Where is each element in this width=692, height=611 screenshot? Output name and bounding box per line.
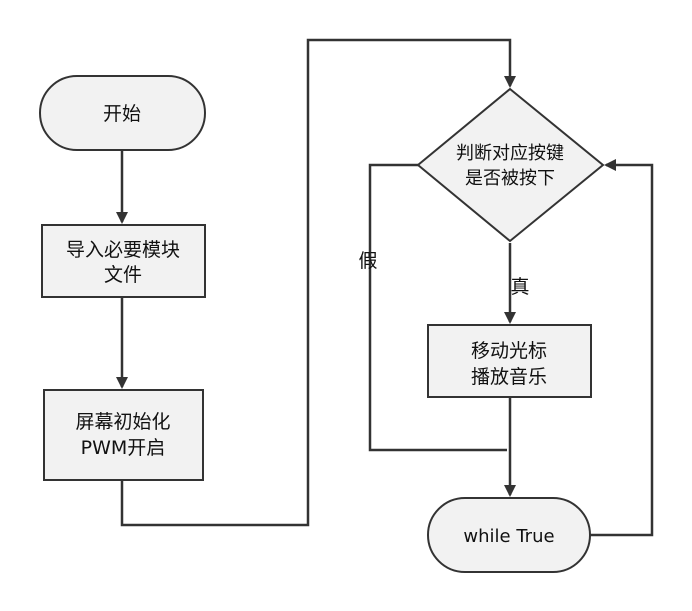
init-label-line1: 屏幕初始化 [75,411,170,433]
start-terminal: 开始 [39,75,206,151]
label-true: 真 [510,276,529,298]
decision-diamond: 判断对应按键 是否被按下 [416,87,605,243]
start-label: 开始 [103,103,141,125]
loop-terminal: while True [427,497,591,573]
init-process: 屏幕初始化 PWM开启 [43,389,204,481]
edge-loop-to-decision [590,159,654,537]
action-process: 移动光标 播放音乐 [427,324,592,398]
label-false: 假 [358,250,377,272]
import-process: 导入必要模块 文件 [41,224,206,298]
action-label-line2: 播放音乐 [471,366,547,388]
edge-decision-false [368,163,507,452]
import-label-line1: 导入必要模块 [66,239,180,261]
decision-label-line2: 是否被按下 [465,168,555,189]
init-label-line2: PWM开启 [81,437,166,459]
import-label-line2: 文件 [104,264,142,286]
edge-init-to-decision [120,38,516,527]
decision-label-line1: 判断对应按键 [456,143,564,164]
loop-label: while True [463,526,554,547]
action-label-line1: 移动光标 [471,340,547,362]
